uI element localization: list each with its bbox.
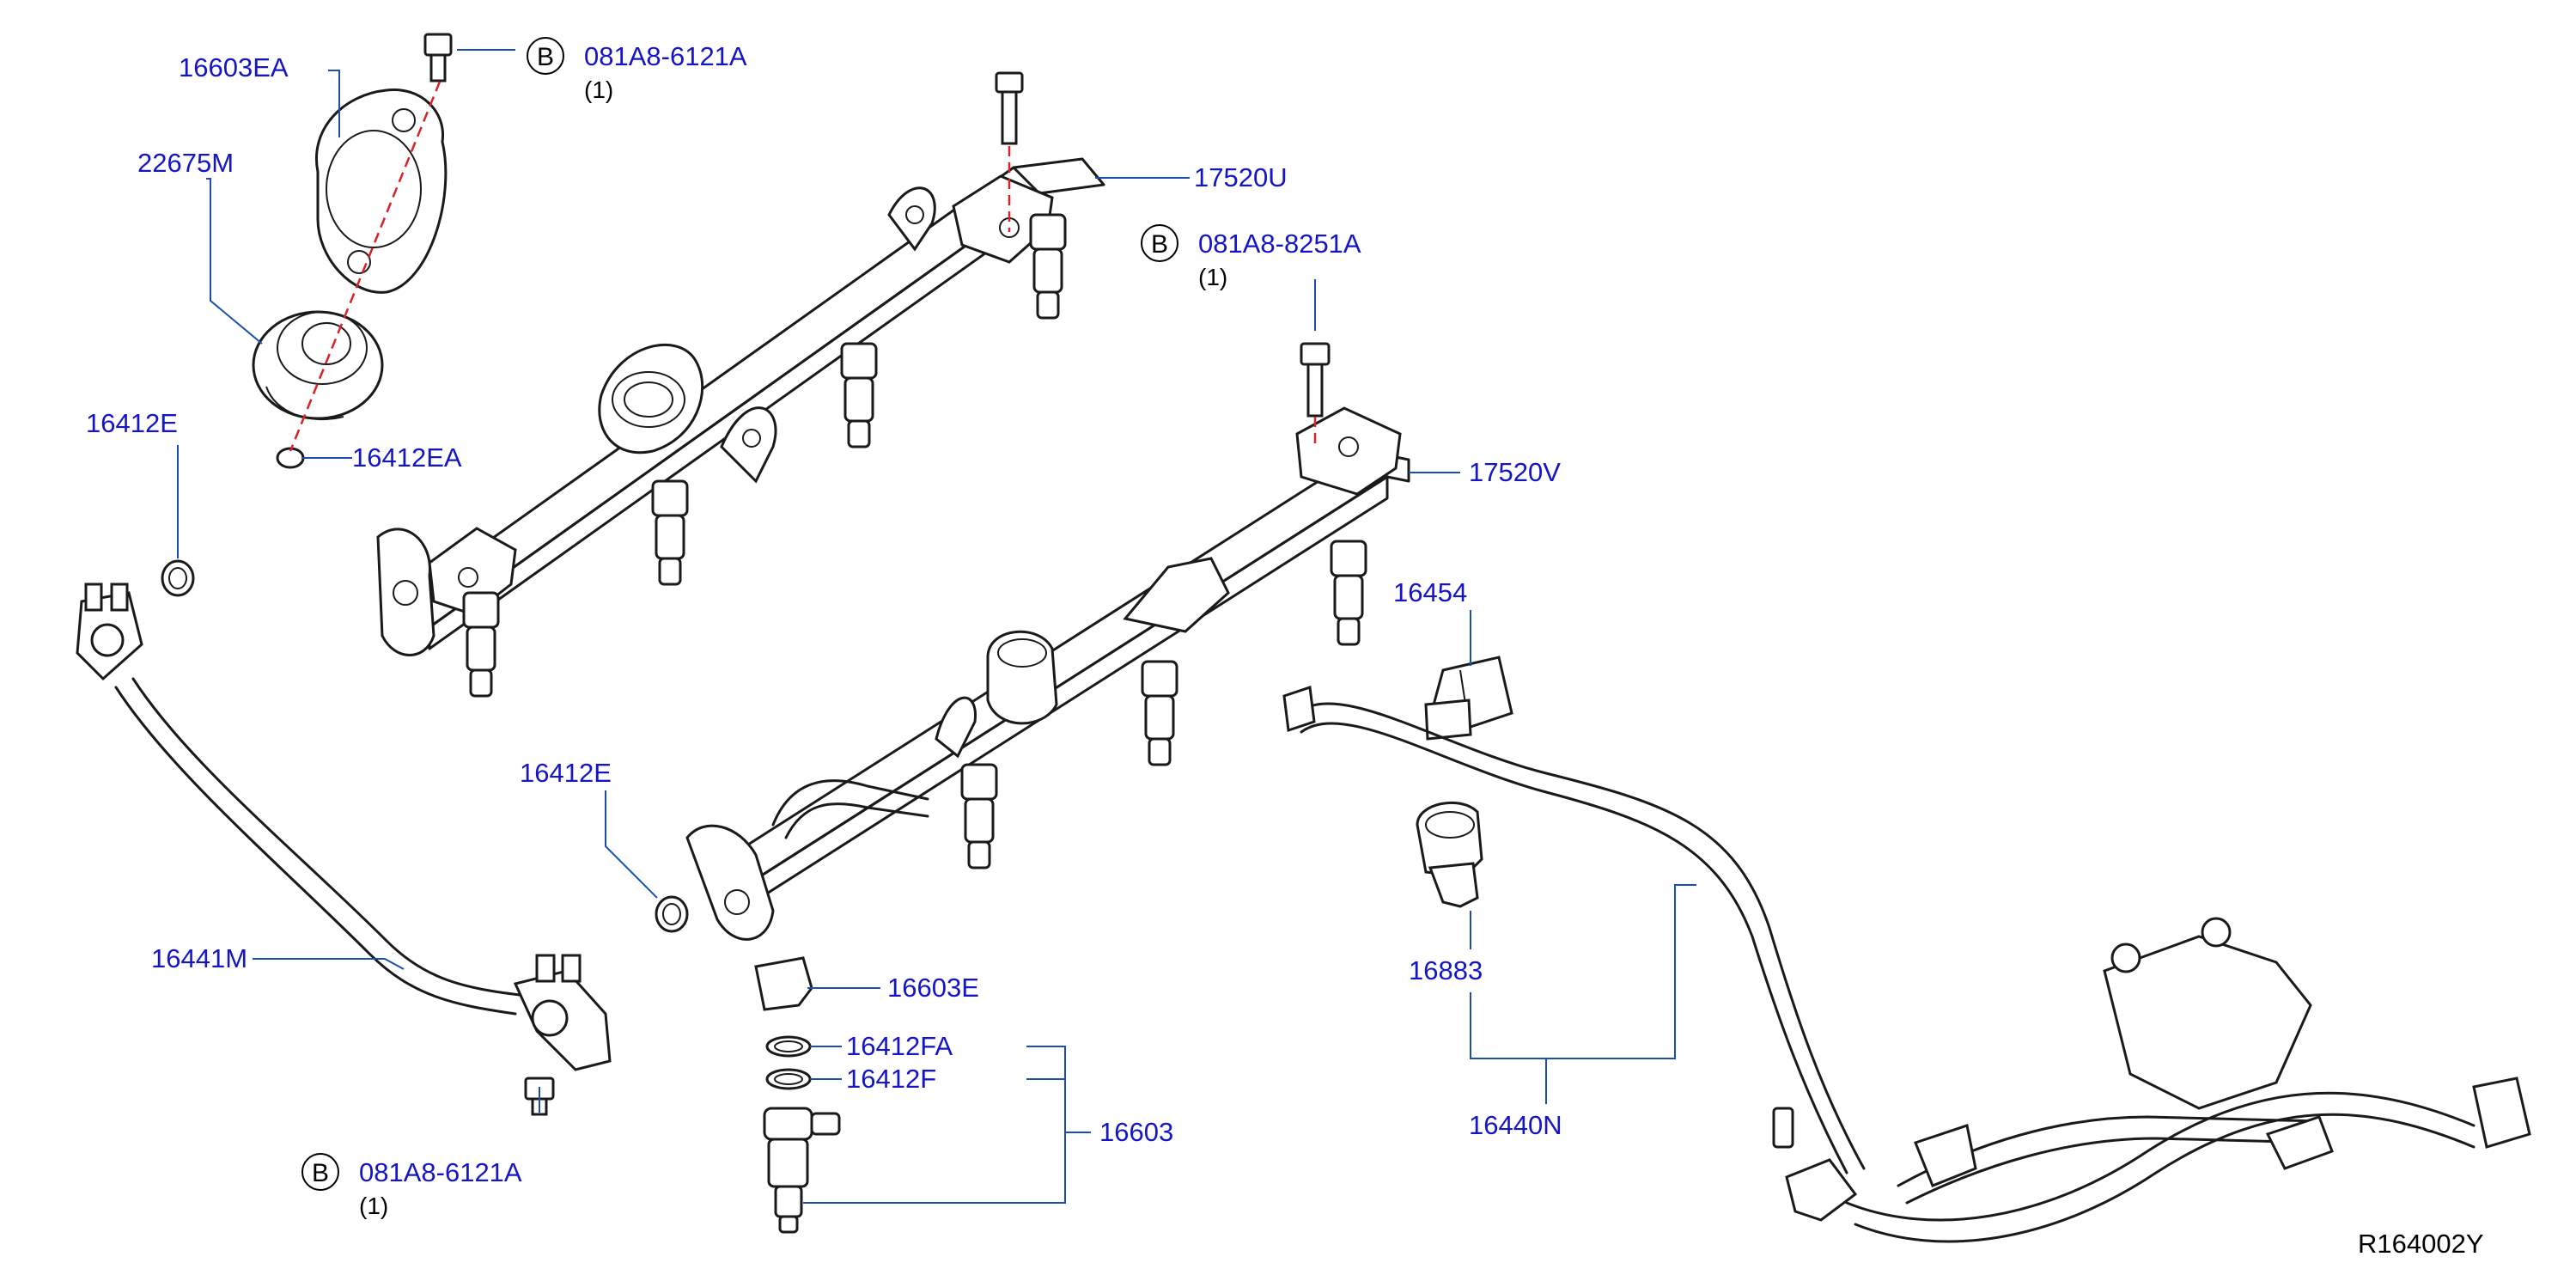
label-16603E: 16603E <box>887 973 979 1003</box>
bolt-callout-1: B 081A8-6121A (1) <box>527 37 747 103</box>
bolt-part-3: 081A8-6121A <box>359 1157 522 1187</box>
clip-16883 <box>1416 801 1483 908</box>
bolt-qty-1: (1) <box>584 76 613 103</box>
diagram-reference: R164002Y <box>2358 1229 2484 1259</box>
label-16412EA: 16412EA <box>352 442 462 473</box>
label-17520V: 17520V <box>1469 457 1561 487</box>
bolt-qty-3: (1) <box>359 1193 388 1219</box>
leader-lines <box>177 49 1696 1204</box>
label-16412F: 16412F <box>846 1064 936 1094</box>
rail-bolt-lower <box>1300 342 1331 447</box>
fuel-hose-assembly-16440N <box>1282 685 2531 1243</box>
label-16412E-lower: 16412E <box>520 758 612 788</box>
label-16883: 16883 <box>1409 955 1483 985</box>
label-16441M: 16441M <box>151 943 247 973</box>
bolt-part-2: 081A8-8251A <box>1198 229 1361 259</box>
o-rings-16412E <box>161 559 689 933</box>
fuel-rail-lower <box>685 406 1410 941</box>
part-labels: 16603EA 22675M 16412E 16412EA 17520U 175… <box>86 52 1562 1147</box>
fuel-tube-16441M <box>76 583 612 1071</box>
fuel-rail-upper <box>376 157 1105 656</box>
bolt-marker-3: B <box>312 1159 329 1187</box>
label-16412FA: 16412FA <box>846 1031 953 1061</box>
label-16412E-top: 16412E <box>86 408 178 438</box>
label-16440N: 16440N <box>1469 1110 1562 1140</box>
fuel-injectors-lower <box>960 540 1367 869</box>
label-16603: 16603 <box>1099 1117 1173 1147</box>
damper-assembly <box>252 33 453 469</box>
label-16454: 16454 <box>1393 577 1467 607</box>
clip-16454 <box>1424 656 1513 741</box>
rail-bolt-upper <box>995 71 1024 232</box>
label-22675M: 22675M <box>137 148 234 178</box>
injector-kit-16603 <box>754 956 841 1234</box>
label-17520U: 17520U <box>1194 162 1288 192</box>
bolt-marker-2: B <box>1151 230 1168 259</box>
label-16603EA: 16603EA <box>179 52 289 82</box>
bolt-marker-1: B <box>537 43 554 71</box>
bolt-part-1: 081A8-6121A <box>584 41 747 71</box>
bolt-callout-2: B 081A8-8251A (1) <box>1141 224 1361 290</box>
bolt-callout-3: B 081A8-6121A (1) <box>301 1153 522 1219</box>
fuel-injectors-upper <box>462 213 1067 698</box>
bolt-qty-2: (1) <box>1198 264 1227 290</box>
